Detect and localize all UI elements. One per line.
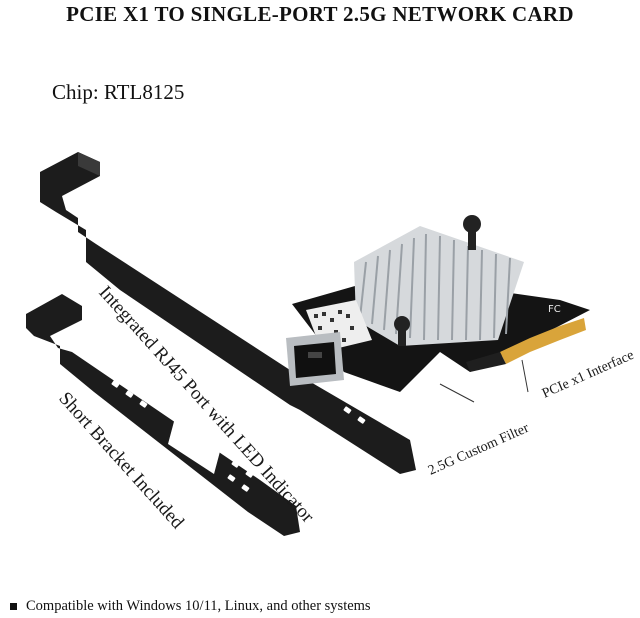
filter-leader-line (439, 383, 475, 403)
pcie-gold-fingers (500, 318, 586, 364)
heatsink (354, 215, 524, 346)
bullet-square-icon (10, 603, 17, 610)
chip-label: Chip: RTL8125 (52, 80, 185, 104)
compatibility-note: Compatible with Windows 10/11, Linux, an… (10, 598, 371, 615)
svg-text:FC: FC (548, 304, 561, 315)
rj45-port (286, 332, 344, 386)
page-title: PCIE X1 TO SINGLE-PORT 2.5G NETWORK CARD (66, 2, 574, 26)
compatibility-text: Compatible with Windows 10/11, Linux, an… (26, 598, 371, 614)
pcie-leader-line (521, 359, 529, 393)
full-height-bracket (40, 152, 416, 474)
short-bracket (26, 294, 300, 536)
